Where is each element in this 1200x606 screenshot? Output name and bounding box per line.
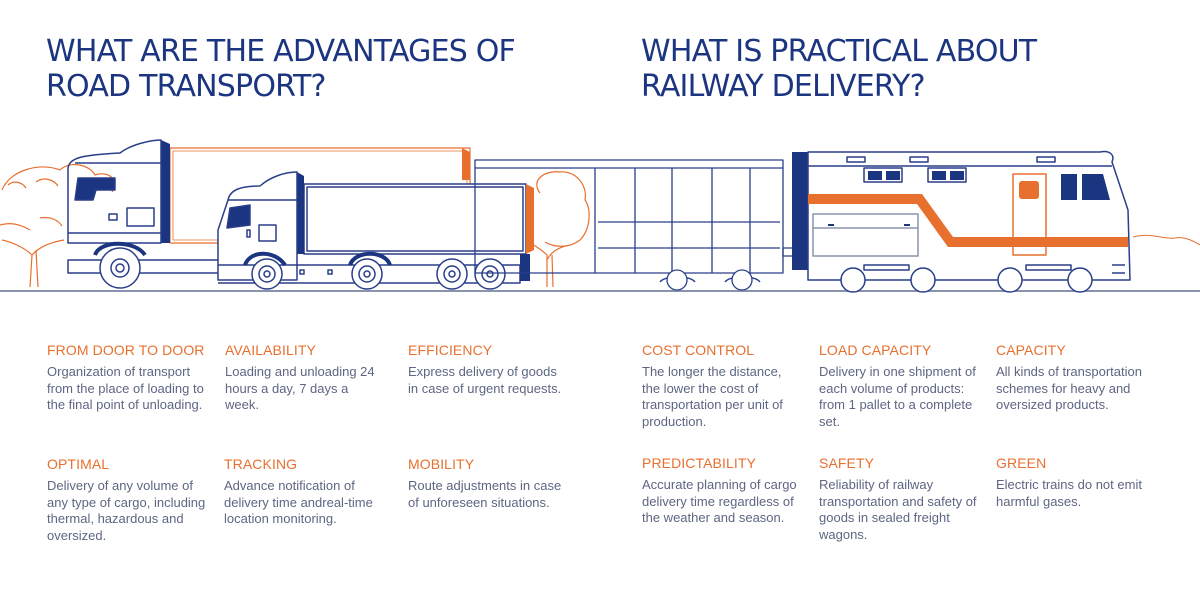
tree-icon [529, 171, 590, 288]
freight-wagon-icon [474, 159, 794, 291]
feature-title: LOAD CAPACITY [819, 342, 932, 358]
feature-mobility: MOBILITY Route adjustments in case of un… [408, 456, 568, 511]
feature-title: AVAILABILITY [225, 342, 316, 358]
feature-description: Delivery in one shipment of each volume … [819, 364, 976, 429]
feature-description: Loading and unloading 24 hours a day, 7 … [225, 364, 375, 412]
feature-capacity: CAPACITY All kinds of transportation sch… [996, 342, 1156, 414]
wheel-icon [351, 258, 383, 290]
feature-description: All kinds of transportation schemes for … [996, 364, 1142, 412]
feature-title: COST CONTROL [642, 342, 755, 358]
heading-line: WHAT ARE THE ADVANTAGES OF [46, 34, 516, 69]
feature-description: Route adjustments in case of unforeseen … [408, 478, 562, 510]
feature-title: SAFETY [819, 455, 875, 471]
feature-description: Accurate planning of cargo delivery time… [642, 477, 797, 525]
feature-description: The longer the distance, the lower the c… [642, 364, 783, 429]
truck-icon [217, 171, 534, 290]
feature-predictability: PREDICTABILITY Accurate planning of carg… [642, 455, 802, 527]
feature-description: Advance notification of delivery time an… [224, 478, 373, 526]
feature-title: GREEN [996, 455, 1047, 471]
feature-title: EFFICIENCY [408, 342, 493, 358]
feature-description: Reliability of railway transportation an… [819, 477, 977, 542]
wheel-icon [436, 258, 468, 290]
feature-title: FROM DOOR TO DOOR [47, 342, 205, 358]
transport-illustration [0, 139, 1200, 293]
heading-line: RAILWAY DELIVERY? [641, 69, 926, 104]
wheel-icon [251, 258, 283, 290]
feature-efficiency: EFFICIENCY Express delivery of goods in … [408, 342, 568, 397]
railway-delivery-heading: WHAT IS PRACTICAL ABOUT RAILWAY DELIVERY… [641, 34, 1037, 104]
feature-title: OPTIMAL [47, 456, 110, 472]
heading-line: WHAT IS PRACTICAL ABOUT [641, 34, 1037, 69]
road-transport-heading: WHAT ARE THE ADVANTAGES OF ROAD TRANSPOR… [46, 34, 516, 104]
feature-title: CAPACITY [996, 342, 1066, 358]
feature-description: Delivery of any volume of any type of ca… [47, 478, 206, 543]
feature-cost-control: COST CONTROL The longer the distance, th… [642, 342, 802, 430]
feature-title: TRACKING [224, 456, 298, 472]
feature-title: PREDICTABILITY [642, 455, 756, 471]
feature-description: Electric trains do not emit harmful gase… [996, 477, 1142, 509]
feature-description: Express delivery of goods in case of urg… [408, 364, 562, 396]
heading-line: ROAD TRANSPORT? [46, 69, 326, 104]
feature-title: MOBILITY [408, 456, 475, 472]
exhaust-line [1132, 234, 1200, 246]
feature-from-door-to-door: FROM DOOR TO DOOR Organization of transp… [47, 342, 207, 414]
feature-optimal: OPTIMAL Delivery of any volume of any ty… [47, 456, 207, 544]
feature-load-capacity: LOAD CAPACITY Delivery in one shipment o… [819, 342, 979, 430]
feature-safety: SAFETY Reliability of railway transporta… [819, 455, 979, 543]
feature-availability: AVAILABILITY Loading and unloading 24 ho… [225, 342, 385, 414]
feature-tracking: TRACKING Advance notification of deliver… [224, 456, 384, 528]
wheel-icon [474, 258, 506, 290]
locomotive-icon [792, 150, 1131, 293]
feature-green: GREEN Electric trains do not emit harmfu… [996, 455, 1156, 510]
feature-description: Organization of transport from the place… [47, 364, 204, 412]
